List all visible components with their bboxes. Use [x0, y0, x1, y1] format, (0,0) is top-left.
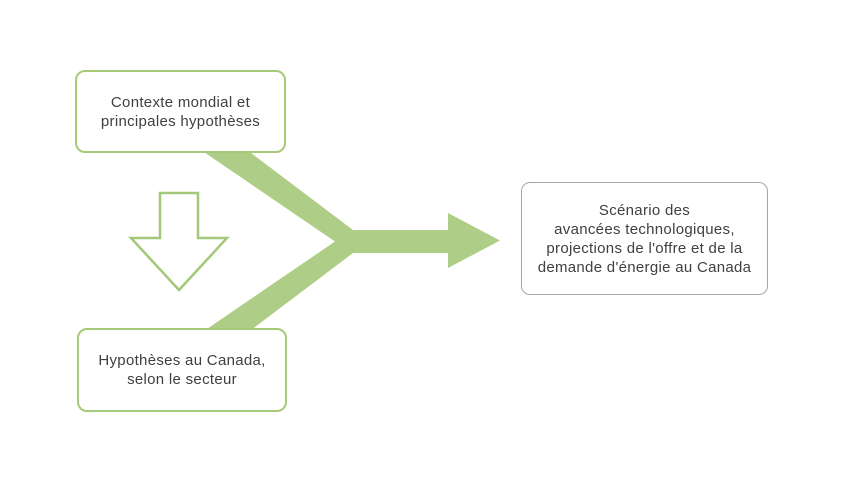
- canada-box-text: Hypothèses au Canada, selon le secteur: [98, 351, 265, 389]
- scenario-box-line2: avancées technologiques,: [554, 220, 735, 238]
- context-box-text: Contexte mondial et principales hypothès…: [101, 93, 260, 131]
- canada-box: Hypothèses au Canada, selon le secteur: [77, 328, 287, 412]
- canada-box-line2: selon le secteur: [127, 371, 237, 388]
- canada-box-line1: Hypothèses au Canada,: [98, 352, 266, 369]
- scenario-box-line1: Scénario des: [598, 201, 691, 219]
- context-box: Contexte mondial et principales hypothès…: [75, 70, 286, 153]
- context-box-line2: principales hypothèses: [100, 112, 261, 130]
- scenario-box-line4: demande d'énergie au Canada: [537, 258, 752, 276]
- scenario-box-line3: projections de l'offre et de la: [546, 239, 743, 257]
- scenario-box: Scénario des avancées technologiques, pr…: [521, 182, 768, 295]
- context-box-line1: Contexte mondial et: [110, 93, 251, 111]
- merge-arrow-icon: [201, 150, 500, 333]
- scenario-box-text: Scénario des avancées technologiques, pr…: [538, 201, 752, 277]
- down-arrow-icon: [128, 191, 230, 292]
